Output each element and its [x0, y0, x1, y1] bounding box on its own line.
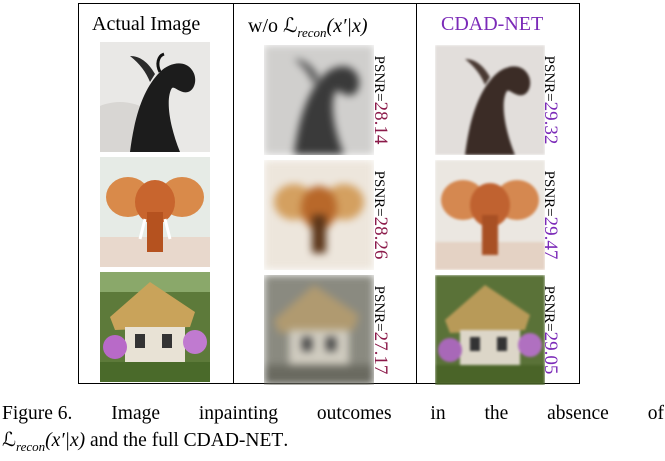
psnr-ablation-cottage: PSNR=27.17	[370, 285, 391, 375]
header-without-recon: w/o ℒrecon(x′|x)	[248, 15, 368, 40]
psnr-ablation-horse: PSNR=28.14	[370, 55, 391, 145]
psnr-cdad-elephant: PSNR=29.47	[540, 170, 561, 260]
figure-panel: Actual Image w/o ℒrecon(x′|x) CDAD-NET P…	[78, 3, 580, 385]
column-divider-1	[233, 4, 234, 383]
figure-caption: Figure 6. Image inpainting outcomes in t…	[2, 400, 664, 460]
actual-image-horse	[100, 42, 210, 152]
caption-line-1: Figure 6. Image inpainting outcomes in t…	[2, 403, 664, 424]
ablation-image-horse	[264, 45, 374, 155]
psnr-cdad-cottage: PSNR=29.05	[540, 285, 561, 375]
psnr-ablation-elephant: PSNR=28.26	[370, 170, 391, 260]
caption-line-2: ℒrecon(x′|x) and the full CDAD-NET.	[2, 430, 289, 454]
header-actual-image: Actual Image	[92, 13, 201, 35]
actual-image-cottage	[100, 272, 210, 382]
actual-image-elephant	[100, 157, 210, 267]
psnr-cdad-horse: PSNR=29.32	[540, 55, 561, 145]
cdad-image-cottage	[435, 275, 545, 385]
cdad-image-elephant	[435, 160, 545, 270]
ablation-image-cottage	[264, 275, 374, 385]
cdad-image-horse	[435, 45, 545, 155]
ablation-image-elephant	[264, 160, 374, 270]
header-cdad-net: CDAD-NET	[441, 13, 544, 35]
column-divider-2	[416, 4, 417, 383]
